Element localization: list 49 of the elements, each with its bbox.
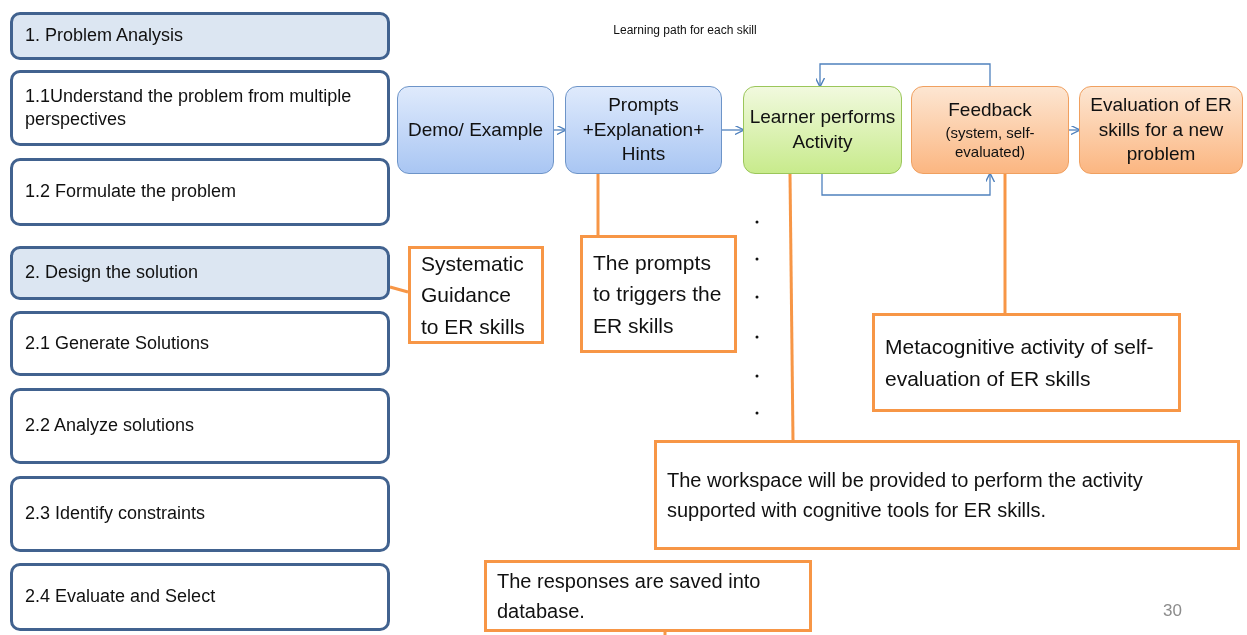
arrow [721,124,745,136]
step-box [10,158,390,226]
box-subtitle: (system, self-evaluated) [944,122,1036,162]
box-label: 2. Design the solution [25,261,199,285]
box-label: Demo/ Example [407,117,544,142]
box-label: 2.4 Evaluate and Select [25,585,216,609]
process-box [911,86,1069,174]
diagram-title: Learning path for each skill [612,23,758,37]
callout-box [580,235,737,353]
step-box [10,388,390,464]
section-header-box [10,246,390,300]
connector-line [389,285,409,294]
callout-box [484,560,812,632]
box-label: The responses are saved into database. [497,569,762,624]
process-box [565,86,722,174]
step-box [10,476,390,552]
process-box [743,86,902,174]
step-box [10,70,390,146]
connector-line [596,174,600,235]
box-label: 1.1Understand the problem from multiple perspectives [25,84,353,131]
arrow [1068,124,1081,136]
box-label: 2.3 Identify constraints [25,502,206,526]
box-label: 1. Problem Analysis [25,24,184,48]
box-label: 1.2 Formulate the problem [25,180,237,204]
box-label: 2.2 Analyze solutions [25,414,195,438]
section-header-box [10,12,390,60]
box-label: Learner performs Activity [748,105,897,154]
callout-box [872,313,1181,412]
page-number: 30 [1163,601,1182,621]
step-box [10,563,390,631]
box-label: Feedback [948,98,1032,123]
box-label: Metacognitive activity of self-evaluation of ER skills [885,334,1155,392]
arrow [553,124,567,136]
connector-line [788,174,795,440]
arrow [814,63,991,88]
box-label: Evaluation of ER skills for a new problem [1089,92,1233,167]
callout-box [654,440,1240,550]
process-box [1079,86,1243,174]
callout-box [408,246,544,344]
box-label: 2.1 Generate Solutions [25,331,210,355]
connector-line [1003,174,1007,313]
step-box [10,311,390,376]
box-label: The workspace will be provided to perform the activity supported with cognitive tools for ER skills. [667,468,1144,523]
box-label: The prompts to triggers the ER skills [593,249,723,339]
box-label: Prompts +Explanation+ Hints [581,92,706,167]
process-box [397,86,554,174]
box-label: Systematic Guidance to ER skills [421,250,526,340]
connector-line [663,632,667,635]
arrow [821,172,996,196]
